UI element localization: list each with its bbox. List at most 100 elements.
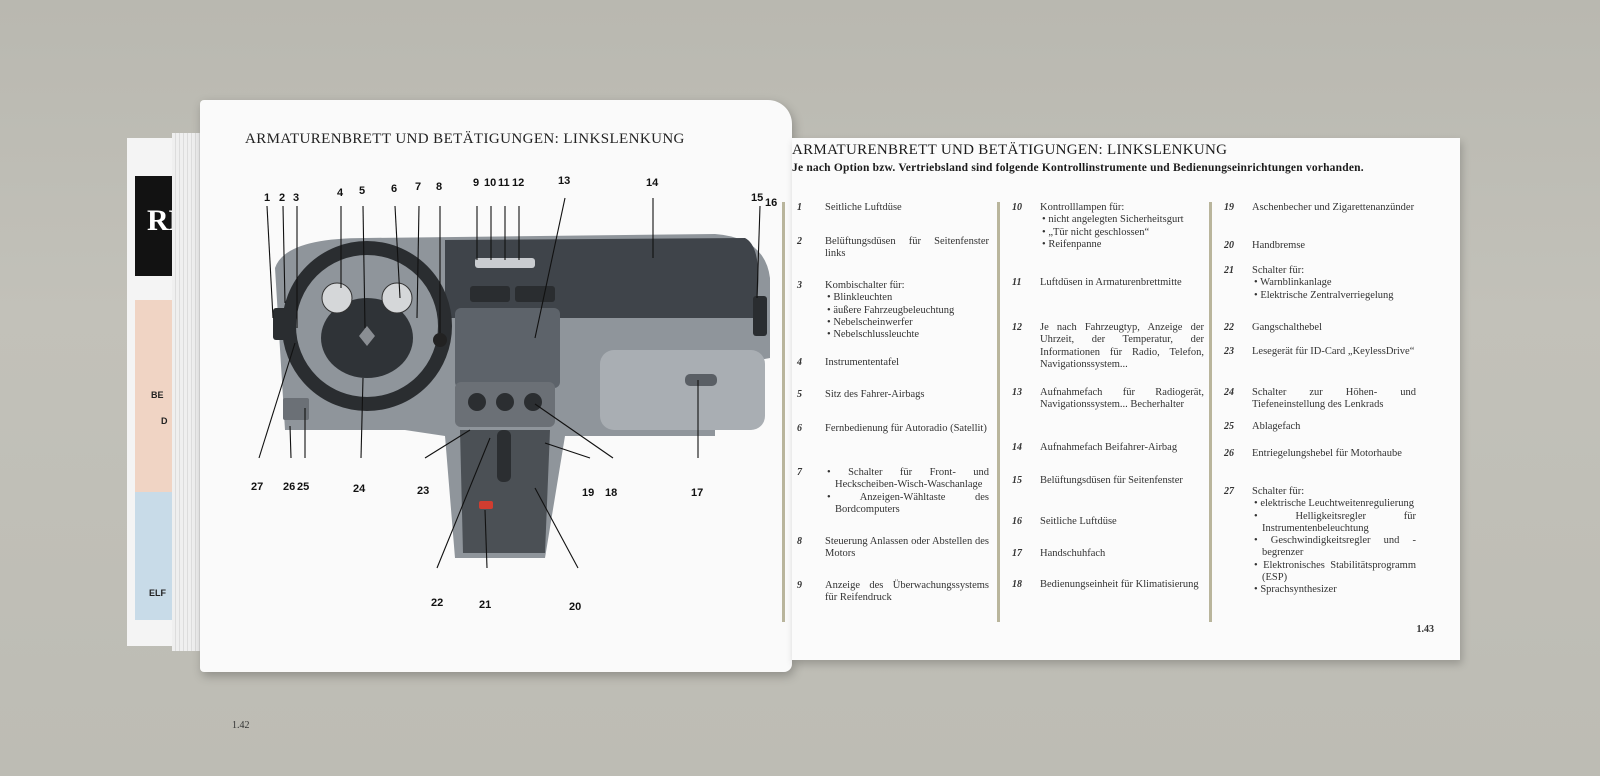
- legend-item-text: Entriegelungshebel für Motorhaube: [1252, 448, 1416, 460]
- legend-bullet-text: Blinkleuchten: [833, 292, 893, 304]
- legend-item-number: 11: [1012, 277, 1022, 288]
- callout-label: 25: [297, 481, 309, 493]
- legend-bullet-text: Schalter für Front- und Heckscheiben-Wis…: [835, 467, 989, 491]
- callout-label: 19: [582, 487, 594, 499]
- bullet-icon: •: [1254, 584, 1261, 596]
- legend-bullet: • äußere Fahrzeugbeleuchtung: [825, 305, 989, 317]
- legend-item-text: Lesegerät für ID-Card „KeylessDrive“: [1252, 346, 1416, 358]
- legend-item-number: 2: [797, 236, 802, 247]
- gear-lever: [497, 430, 511, 482]
- center-console: [455, 308, 560, 388]
- legend-bullet-text: Geschwindigkeitsregler und -begrenzer: [1262, 535, 1416, 559]
- legend-item-description: Seitliche Luftdüse: [1040, 516, 1117, 527]
- legend-bullet-text: äußere Fahrzeugbeleuchtung: [833, 304, 955, 316]
- legend-item-text: • Schalter für Front- und Heckscheiben-W…: [825, 467, 989, 516]
- legend-item-number: 8: [797, 536, 802, 547]
- callout-label: 1: [264, 192, 270, 204]
- legend-item-description: Aufnahmefach für Radiogerät, Navigations…: [1040, 387, 1204, 411]
- legend-bullet-text: Warnblinkanlage: [1260, 277, 1332, 289]
- bullet-icon: •: [827, 491, 860, 503]
- legend-bullet-text: Reifenpanne: [1048, 238, 1102, 250]
- legend-bullet-text: Helligkeitsregler für Instrumentenbeleuc…: [1262, 510, 1416, 534]
- legend-bullet: • elektrische Leuchtweitenregulierung: [1252, 498, 1416, 510]
- callout-label: 13: [558, 175, 570, 187]
- bullet-icon: •: [1254, 510, 1296, 522]
- legend-item-text: Bedienungseinheit für Klimatisierung: [1040, 579, 1204, 591]
- legend-bullet-text: Nebelschlussleuchte: [833, 329, 920, 341]
- legend-item-number: 24: [1224, 387, 1234, 398]
- gauge-left: [321, 282, 353, 314]
- legend-item-description: Fernbedienung für Autoradio (Satellit): [825, 423, 987, 434]
- bullet-icon: •: [1042, 238, 1049, 250]
- legend-bullet: • Reifenpanne: [1040, 239, 1204, 251]
- legend-item-description: Kombischalter für:: [825, 280, 905, 291]
- glovebox: [600, 350, 765, 430]
- legend-item: 6 Fernbedienung für Autoradio (Satellit): [797, 423, 989, 435]
- leader-lines: [258, 197, 761, 569]
- gauge-right: [381, 282, 413, 314]
- legend-item-number: 12: [1012, 322, 1022, 333]
- dashboard-top: [445, 238, 759, 318]
- legend-item-number: 23: [1224, 346, 1234, 357]
- legend-bullet: • „Tür nicht geschlossen“: [1040, 227, 1204, 239]
- climate-knob: [496, 393, 514, 411]
- bullet-icon: •: [827, 467, 849, 478]
- callout-label: 4: [337, 187, 344, 199]
- callout-label: 17: [691, 487, 703, 499]
- legend-item-text: Handschuhfach: [1040, 548, 1204, 560]
- hazard-button: [479, 501, 493, 509]
- legend-item-number: 22: [1224, 322, 1234, 333]
- legend-bullet: • Elektronisches Stabilitätsprogramm (ES…: [1252, 560, 1416, 585]
- legend-bullet: • Nebelschlussleuchte: [825, 329, 989, 341]
- callout-label: 23: [417, 485, 429, 497]
- legend-item-description: Bedienungseinheit für Klimatisierung: [1040, 579, 1199, 590]
- legend-item-description: Entriegelungshebel für Motorhaube: [1252, 448, 1402, 459]
- legend-item-description: Sitz des Fahrer-Airbags: [825, 389, 925, 400]
- legend-item-description: Kontrolllampen für:: [1040, 202, 1125, 213]
- legend-bullet-text: Elektronisches Stabilitätsprogramm (ESP): [1262, 559, 1416, 584]
- start-button: [433, 333, 447, 347]
- legend-item-description: Instrumententafel: [825, 357, 900, 368]
- legend-item-description: Schalter zur Höhen- und Tiefeneinstellun…: [1252, 387, 1416, 411]
- callout-label: 7: [415, 181, 421, 193]
- legend-item-number: 25: [1224, 421, 1234, 432]
- legend-item-description: Gangschalthebel: [1252, 322, 1322, 333]
- bullet-icon: •: [1042, 226, 1049, 238]
- left-page-title: ARMATURENBRETT UND BETÄTIGUNGEN: LINKSLE…: [245, 131, 685, 147]
- callout-label: 2: [279, 192, 285, 204]
- back-book-text: ELF: [149, 588, 166, 598]
- callout-label: 20: [569, 601, 581, 613]
- legend-item-number: 4: [797, 357, 802, 368]
- bullet-icon: •: [827, 292, 834, 304]
- callout-label: 3: [293, 192, 299, 204]
- legend-item-description: Luftdüsen in Armaturenbrettmitte: [1040, 277, 1182, 288]
- callout-label: 6: [391, 183, 397, 195]
- callout-label: 8: [436, 181, 442, 193]
- back-book-text: BE: [151, 390, 164, 400]
- gear-tunnel: [460, 430, 550, 553]
- right-page-number: 1.43: [1416, 624, 1435, 635]
- legend-item-number: 18: [1012, 579, 1022, 590]
- bullet-icon: •: [1254, 289, 1261, 301]
- right-page-title: ARMATURENBRETT UND BETÄTIGUNGEN: LINKSLE…: [792, 142, 1228, 158]
- legend-item-description: Aschenbecher und Zigarettenanzünder: [1252, 202, 1415, 213]
- glovebox-handle: [685, 374, 717, 386]
- legend-item-text: Instrumententafel: [825, 357, 989, 369]
- display-strip: [475, 258, 535, 268]
- legend-item-number: 27: [1224, 486, 1234, 497]
- legend-item-number: 6: [797, 423, 802, 434]
- legend-item-description: Steuerung Anlassen oder Abstellen des Mo…: [825, 536, 989, 560]
- callout-label: 16: [765, 197, 777, 209]
- legend-bullet-text: Anzeigen-Wähltaste des Bordcomputers: [835, 491, 989, 515]
- legend-bullet-text: elektrische Leuchtweitenregulierung: [1260, 498, 1414, 510]
- legend-item-number: 5: [797, 389, 802, 400]
